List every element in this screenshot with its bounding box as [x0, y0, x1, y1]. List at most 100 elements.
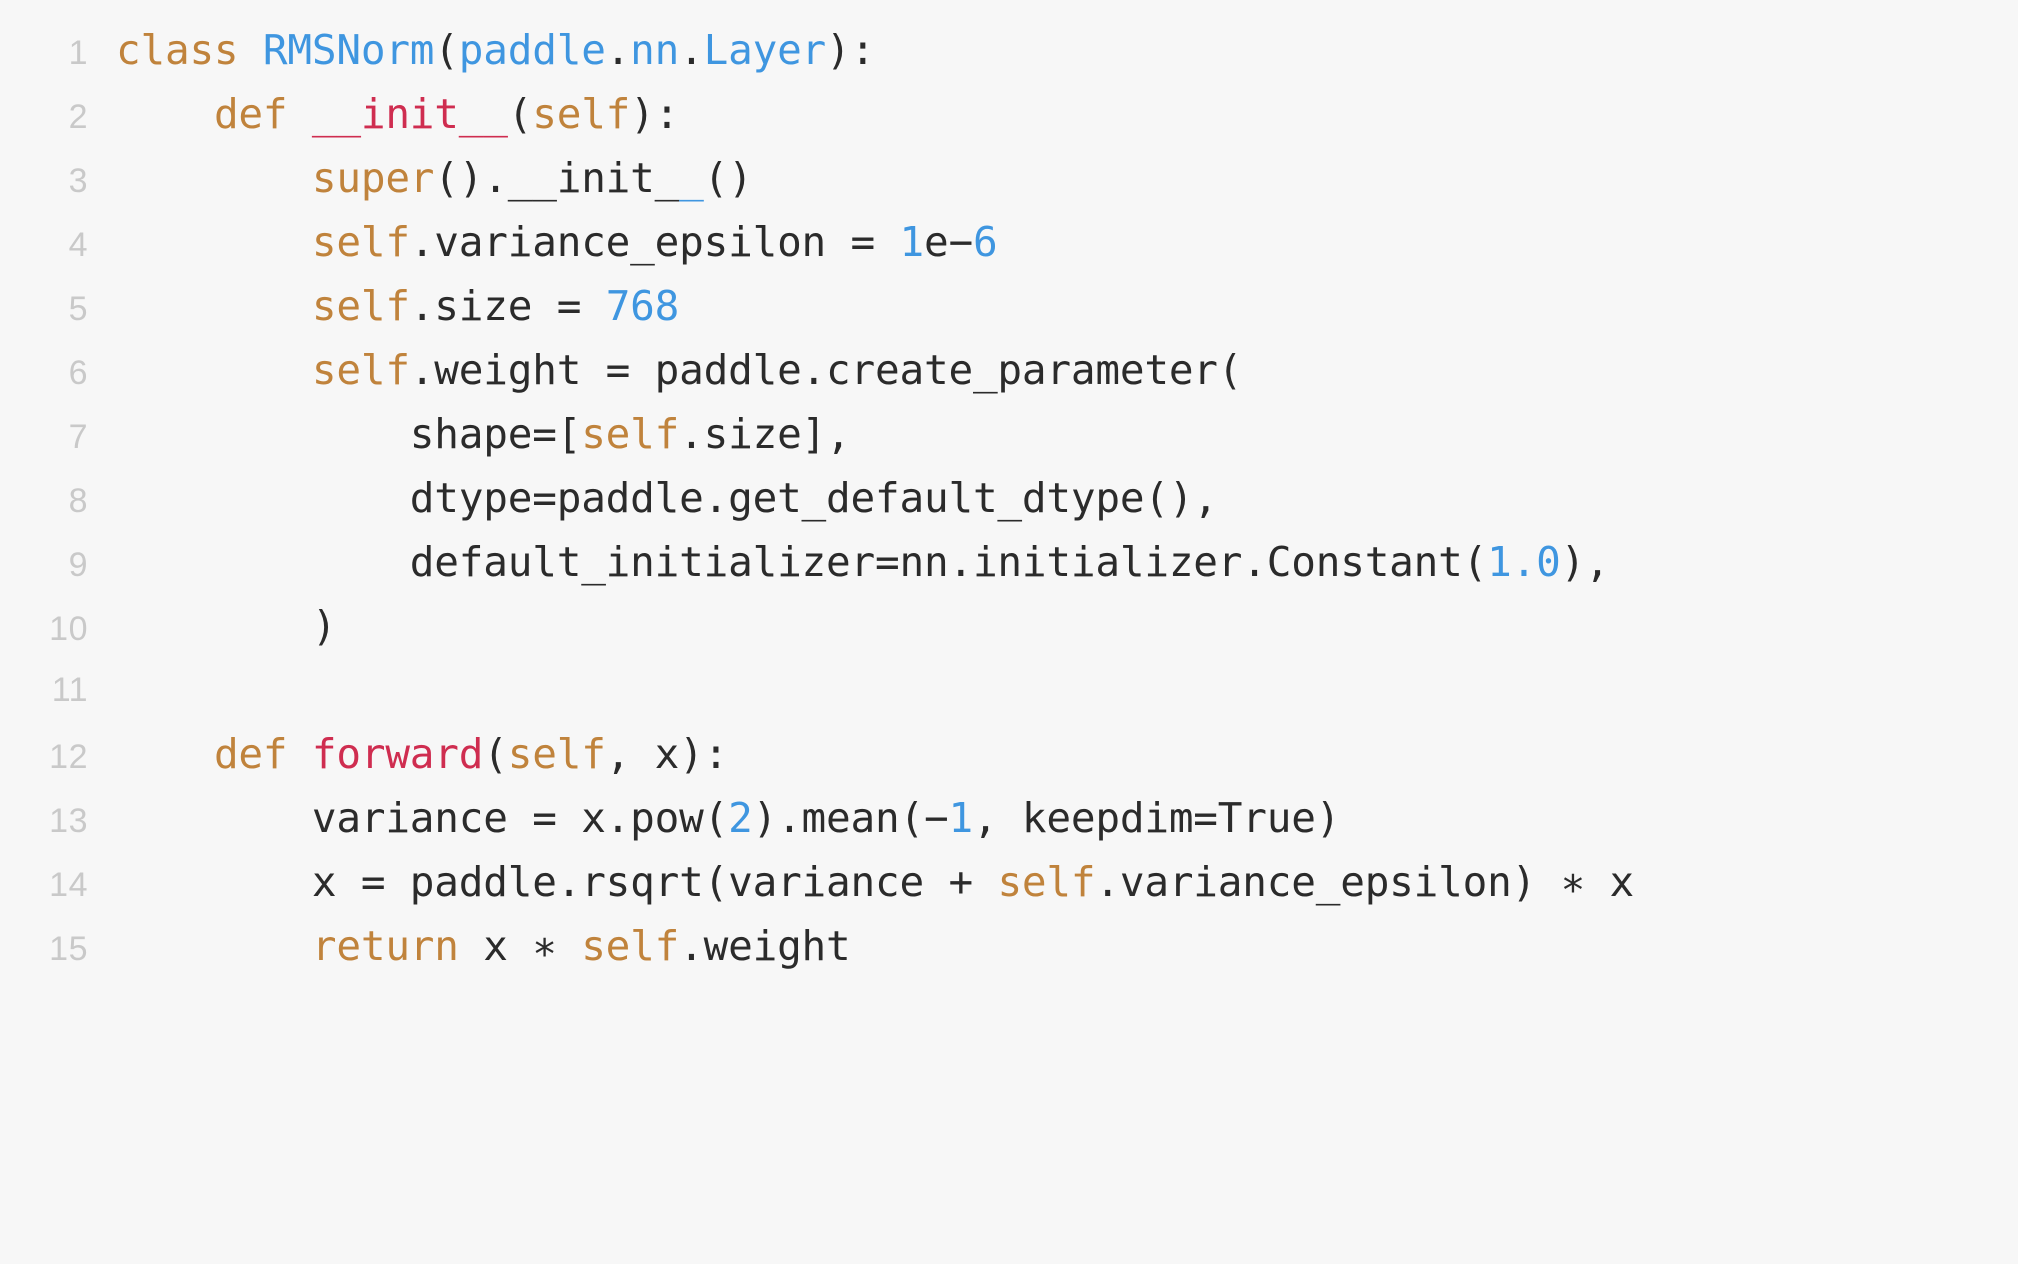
code-token: forward	[311, 730, 484, 778]
line-number: 15	[49, 930, 88, 968]
line-number: 1	[68, 34, 88, 72]
code-token: super	[311, 154, 435, 202]
code-row[interactable]: 4 self.variance_epsilon = 1e−6	[0, 210, 2018, 274]
code-row[interactable]: 13 variance = x.pow(2).mean(−1, keepdim=…	[0, 786, 2018, 850]
code-row[interactable]: 5 self.size = 768	[0, 274, 2018, 338]
code-token: dtype=paddle.get_default_dtype(),	[116, 474, 1218, 522]
code-row[interactable]: 14 x = paddle.rsqrt(variance + self.vari…	[0, 850, 2018, 914]
code-line[interactable]: )	[88, 594, 2018, 658]
code-token: class	[116, 26, 239, 74]
code-token: , x):	[605, 730, 729, 778]
code-line[interactable]: self.size = 768	[88, 274, 2018, 338]
code-line[interactable]: shape=[self.size],	[88, 402, 2018, 466]
code-token: default_initializer=nn.initializer.Const…	[116, 538, 1488, 586]
code-token	[116, 282, 312, 330]
code-token: RMSNorm	[262, 26, 435, 74]
code-token	[116, 922, 312, 970]
code-line[interactable]: class RMSNorm(paddle.nn.Layer):	[88, 18, 2018, 82]
code-token: return	[311, 922, 459, 970]
code-token: ):	[826, 26, 876, 74]
code-line[interactable]: super().__init__()	[88, 146, 2018, 210]
line-number: 4	[68, 226, 88, 264]
line-number: 7	[68, 418, 88, 456]
code-token: (	[434, 26, 459, 74]
code-token: self	[311, 218, 410, 266]
code-token	[116, 346, 312, 394]
code-row[interactable]: 3 super().__init__()	[0, 146, 2018, 210]
code-token	[287, 90, 311, 138]
code-token: , keepdim=True)	[972, 794, 1341, 842]
code-token: 1	[948, 794, 973, 842]
code-token	[287, 730, 311, 778]
code-line[interactable]: variance = x.pow(2).mean(−1, keepdim=Tru…	[88, 786, 2018, 850]
code-line[interactable]: def __init__(self):	[88, 82, 2018, 146]
code-row[interactable]: 15 return x ∗ self.weight	[0, 914, 2018, 978]
code-token: variance = x.pow(	[116, 794, 729, 842]
code-token: 768	[605, 282, 680, 330]
code-line[interactable]: default_initializer=nn.initializer.Const…	[88, 530, 2018, 594]
code-row[interactable]: 10 )	[0, 594, 2018, 658]
code-token: x ∗	[458, 922, 582, 970]
code-token	[116, 730, 214, 778]
code-token: ):	[630, 90, 680, 138]
code-token: self	[311, 346, 410, 394]
code-row[interactable]: 7 shape=[self.size],	[0, 402, 2018, 466]
code-row[interactable]: 11	[0, 658, 2018, 722]
code-token: Layer	[703, 26, 827, 74]
line-number: 9	[68, 546, 88, 584]
code-token	[116, 218, 312, 266]
code-token: paddle	[458, 26, 606, 74]
code-token: shape=[	[116, 410, 582, 458]
code-token: self	[507, 730, 606, 778]
code-row[interactable]: 2 def __init__(self):	[0, 82, 2018, 146]
code-token: .size],	[679, 410, 851, 458]
line-number: 5	[68, 290, 88, 328]
code-token	[238, 26, 262, 74]
code-token: self	[581, 410, 680, 458]
code-line[interactable]: dtype=paddle.get_default_dtype(),	[88, 466, 2018, 530]
code-token	[116, 154, 312, 202]
code-line[interactable]: def forward(self, x):	[88, 722, 2018, 786]
code-token: .	[605, 26, 631, 74]
line-number: 10	[49, 610, 88, 648]
line-number: 6	[68, 354, 88, 392]
line-number: 13	[49, 802, 88, 840]
code-line[interactable]: return x ∗ self.weight	[88, 914, 2018, 978]
code-token: 1.0	[1487, 538, 1561, 586]
line-number: 2	[68, 98, 88, 136]
code-token: _	[654, 154, 680, 202]
code-row[interactable]: 6 self.weight = paddle.create_parameter(	[0, 338, 2018, 402]
code-token: self	[532, 90, 631, 138]
code-token: def	[213, 730, 288, 778]
code-row[interactable]: 12 def forward(self, x):	[0, 722, 2018, 786]
code-row[interactable]: 8 dtype=paddle.get_default_dtype(),	[0, 466, 2018, 530]
code-token: .weight	[679, 922, 851, 970]
code-token: ).mean(−	[752, 794, 949, 842]
code-token: (	[483, 730, 508, 778]
code-token: 1	[899, 218, 925, 266]
code-token	[116, 90, 214, 138]
line-number: 8	[68, 482, 88, 520]
code-line[interactable]: self.variance_epsilon = 1e−6	[88, 210, 2018, 274]
code-token: .weight = paddle.create_parameter(	[409, 346, 1243, 394]
line-number: 14	[49, 866, 88, 904]
code-row[interactable]: 9 default_initializer=nn.initializer.Con…	[0, 530, 2018, 594]
code-token: self	[311, 282, 410, 330]
line-number: 12	[49, 738, 88, 776]
code-token: ()	[703, 154, 753, 202]
code-token: def	[213, 90, 288, 138]
code-token: 2	[728, 794, 753, 842]
code-token: 6	[972, 218, 998, 266]
line-number: 11	[51, 671, 88, 709]
code-token: .variance_epsilon) ∗ x	[1095, 858, 1635, 906]
code-line[interactable]: self.weight = paddle.create_parameter(	[88, 338, 2018, 402]
code-token: .variance_epsilon =	[409, 218, 900, 266]
code-token: ),	[1560, 538, 1610, 586]
code-token: e−	[923, 218, 973, 266]
code-token: )	[116, 602, 337, 650]
line-number: 3	[68, 162, 88, 200]
code-line[interactable]: x = paddle.rsqrt(variance + self.varianc…	[88, 850, 2018, 914]
code-token: (	[507, 90, 533, 138]
